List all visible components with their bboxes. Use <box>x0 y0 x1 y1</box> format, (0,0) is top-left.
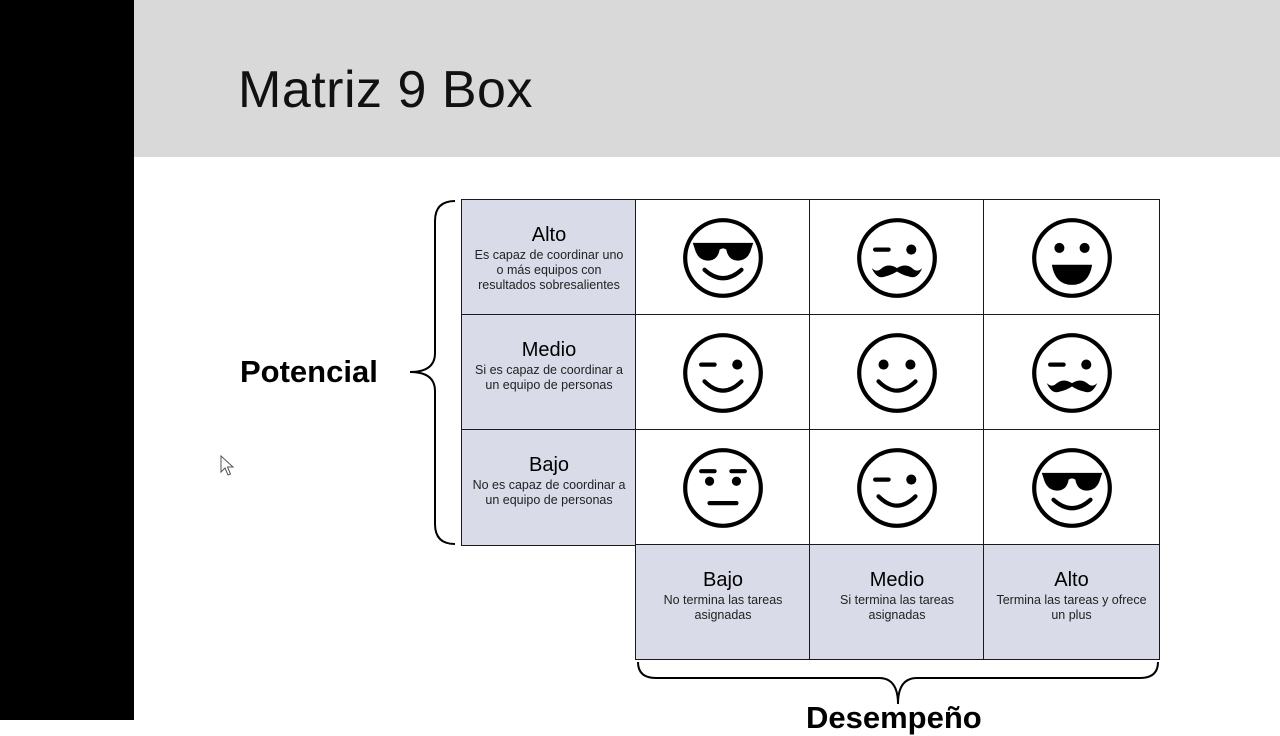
performance-axis-label: Desempeño <box>806 700 982 735</box>
smiling-face-icon <box>857 332 937 413</box>
performance-brace <box>637 661 1159 705</box>
sunglasses-face-icon <box>683 217 763 298</box>
box-high-potential-high-performance <box>983 199 1160 316</box>
box-low-potential-high-performance <box>983 429 1160 546</box>
box-medium-potential-medium-performance <box>809 314 985 431</box>
potential-brace <box>409 200 456 545</box>
neutral-face-icon <box>683 447 763 528</box>
box-medium-potential-low-performance <box>635 314 811 431</box>
winking-mustache-face-icon <box>1031 332 1112 413</box>
sunglasses-face-icon <box>1031 447 1112 528</box>
potential-axis-label: Potencial <box>240 354 378 389</box>
slide-header: Matriz 9 Box <box>134 0 1280 157</box>
potential-level-low: Bajo No es capaz de coordinar a un equip… <box>461 429 637 546</box>
winking-face-icon <box>683 332 763 413</box>
box-low-potential-medium-performance <box>809 429 985 546</box>
nine-box-grid: Alto Es capaz de coordinar uno o más equ… <box>461 199 1160 660</box>
grinning-face-icon <box>1031 217 1112 298</box>
potential-level-medium: Medio Si es capaz de coordinar a un equi… <box>461 314 637 431</box>
potential-level-high: Alto Es capaz de coordinar uno o más equ… <box>461 199 637 316</box>
performance-level-low: Bajo No termina las tareas asignadas <box>635 544 811 660</box>
box-high-potential-medium-performance <box>809 199 985 316</box>
performance-level-high: Alto Termina las tareas y ofrece un plus <box>983 544 1160 660</box>
box-medium-potential-high-performance <box>983 314 1160 431</box>
box-low-potential-low-performance <box>635 429 811 546</box>
winking-mustache-face-icon <box>857 217 937 298</box>
slide-title: Matriz 9 Box <box>238 61 533 119</box>
mouse-pointer-icon <box>220 455 235 476</box>
box-high-potential-low-performance <box>635 199 811 316</box>
left-black-bar <box>0 0 134 720</box>
winking-face-icon <box>857 447 937 528</box>
performance-level-medium: Medio Si termina las tareas asignadas <box>809 544 985 660</box>
